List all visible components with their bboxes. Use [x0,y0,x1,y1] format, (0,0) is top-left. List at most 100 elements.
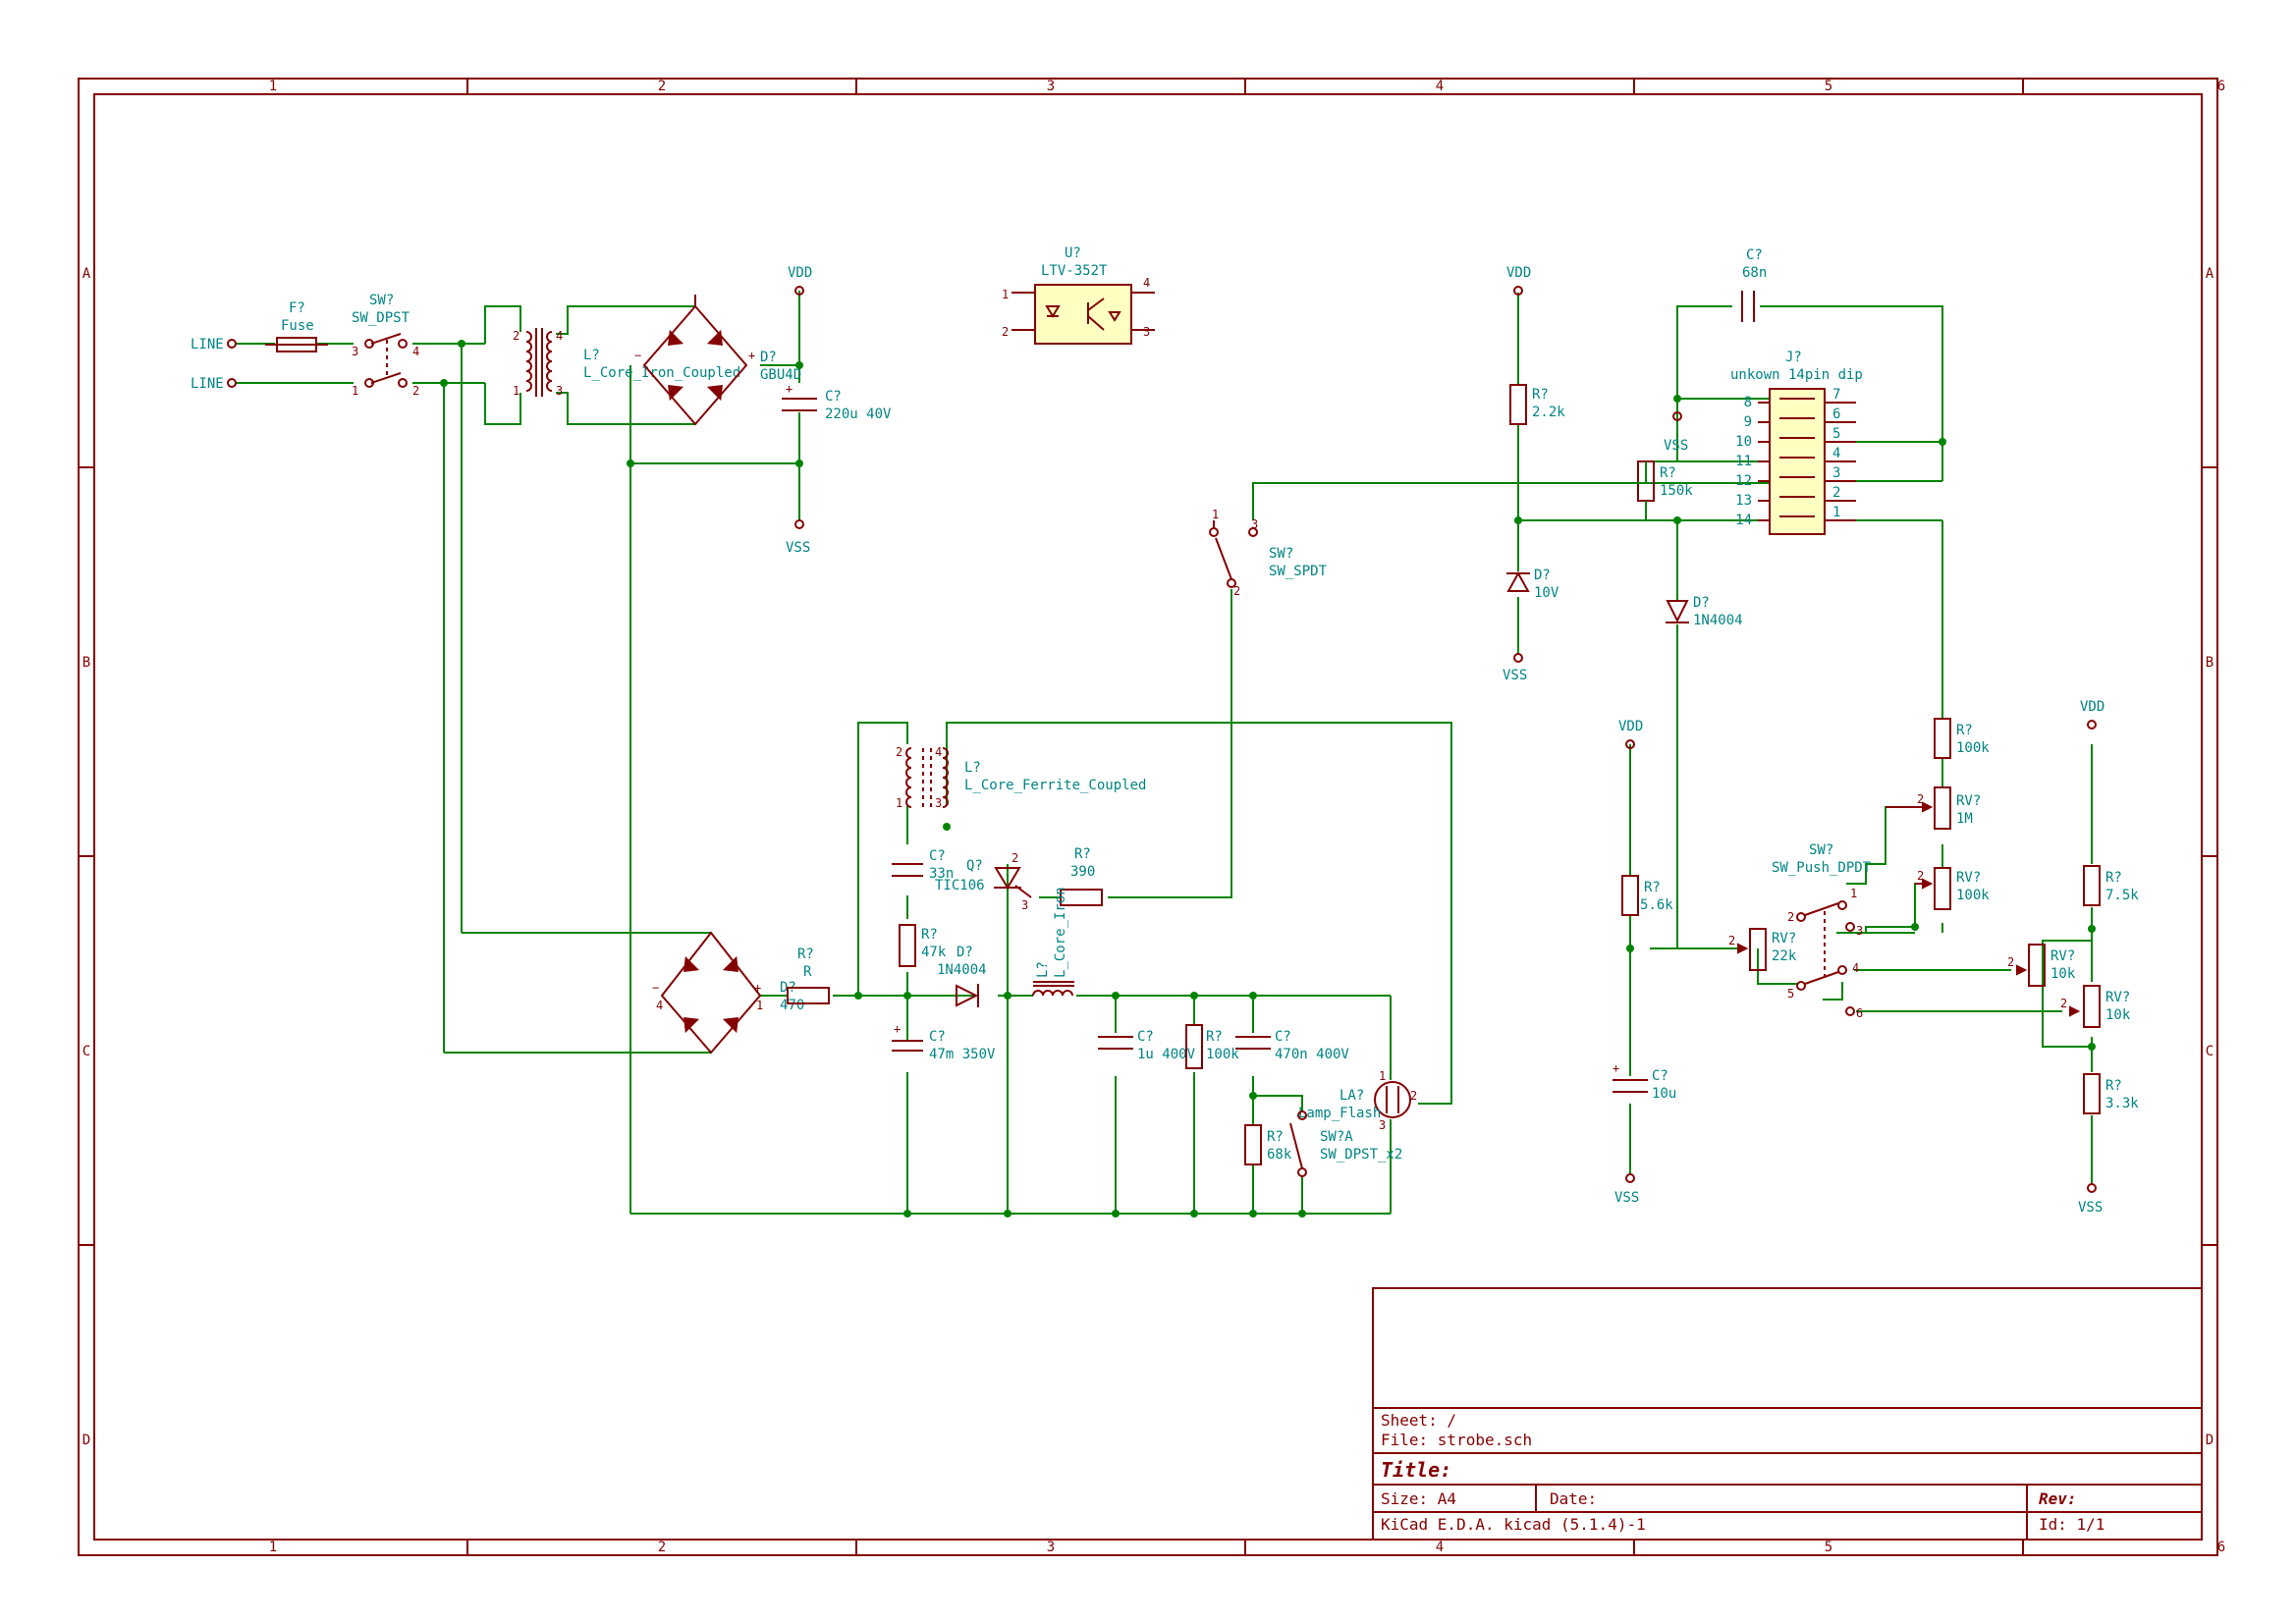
cap-1u: C? 1u 400V [1098,1029,1196,1062]
col-5-top: 5 [1825,79,1832,94]
c33-ref: C? [929,848,946,864]
svg-text:2: 2 [1917,869,1924,883]
col-1-top: 1 [269,79,277,94]
ic-pin-14: 14 [1735,513,1752,528]
resistor-3k3: R? 3.3k [2083,1073,2139,1114]
transformer-ferrite: 21 43 L? L_Core_Ferrite_Coupled [896,745,1146,810]
r22k-value: 2.2k [1532,405,1565,420]
thyristor-tic106: 23 Q? TIC106 [935,851,1032,912]
sw-a-value: SW_DPST_x2 [1320,1147,1402,1163]
inductor-iron: L? L_Core_Iron [1032,887,1074,997]
c470n-value: 470n 400V [1275,1047,1349,1062]
svg-text:4: 4 [1143,276,1150,290]
vdd-label-4: VDD [2080,699,2105,715]
ic-pin-9: 9 [1744,414,1752,430]
pot-22k: 2 RV? 22k [1728,928,1797,971]
tb-rev: Rev: [2039,1489,2077,1508]
sheet-border: 1 2 3 4 5 6 1 2 3 4 5 6 A B C D A B C D [78,78,2225,1556]
bridge-rectifier-1: −+ D? GBU4D [634,295,801,426]
lamp-flash: 132 LA? Lamp_Flash [1298,1069,1417,1132]
vss-label-3: VSS [1664,438,1688,454]
d1n4004b-ref: D? [957,945,973,960]
cap-68n: C? 68n [1741,247,1767,322]
resistor-150k: R? 150k [1637,460,1693,502]
fuse: F? Fuse [265,300,328,352]
r56k-ref: R? [1644,880,1661,895]
col-2-top: 2 [658,79,666,94]
svg-text:2: 2 [2060,997,2067,1010]
bridge-rectifier-2: −+ 14 D? 470 [652,931,804,1055]
bridge1-ref: D? [760,350,777,365]
inductor-value: L_Core_Iron [1053,887,1068,978]
optocoupler: 12 43 U? LTV-352T [1002,245,1155,345]
r390-ref: R? [1074,846,1091,862]
resistor-68k: R? 68k [1244,1124,1292,1165]
svg-text:1: 1 [513,384,519,398]
tb-sheet: Sheet: / [1381,1411,1456,1430]
rv22k-value: 22k [1772,948,1797,964]
svg-text:2: 2 [1002,325,1009,339]
vdd-label-3: VDD [1618,719,1643,734]
cap-10u: + C? 10u [1613,1061,1676,1102]
r75k-ref: R? [2105,870,2122,886]
svg-text:+: + [894,1022,901,1036]
resistor-390: R? 390 [1060,846,1103,906]
ic-14pin-dip: 8 9 10 11 12 13 14 7 6 5 4 3 2 1 J? unko… [1730,350,1863,535]
r390-value: 390 [1070,864,1095,880]
ic-pin-13: 13 [1735,493,1752,509]
thyristor-value: TIC106 [935,878,985,893]
tb-id: Id: 1/1 [2039,1515,2105,1534]
col-2-bottom: 2 [658,1540,666,1555]
ferrite-ref: L? [964,760,981,776]
r100k-b-ref: R? [1956,723,1973,738]
vdd-label-2: VDD [1506,265,1531,281]
rv100k-ref: RV? [1956,870,1981,886]
rv100k-value: 100k [1956,888,1990,903]
rv10k-a-ref: RV? [2050,948,2075,964]
tb-size: Size: A4 [1381,1489,1456,1508]
sw-spdt-value: SW_SPDT [1269,564,1328,579]
vss-label-5: VSS [2078,1200,2103,1216]
row-c-right: C [2206,1044,2214,1059]
svg-text:4: 4 [556,329,563,343]
sw-push-ref: SW? [1809,842,1833,858]
cap-47m: + C? 47m 350V [892,1022,996,1062]
line-label-1: LINE [191,337,224,352]
svg-text:3: 3 [1251,517,1258,531]
c47m-value: 47m 350V [929,1047,996,1062]
junctions [440,340,2096,1217]
d1n4004a-ref: D? [1693,595,1710,611]
c68-value: 68n [1742,265,1767,281]
svg-text:2: 2 [2007,955,2014,969]
svg-text:2: 2 [1011,851,1018,865]
wires [236,291,2093,1215]
power-symbols: LINE LINE VDD VSS VDD VSS VSS VDD VSS VD… [191,265,2105,1216]
svg-text:2: 2 [896,745,902,759]
svg-text:1: 1 [1002,288,1009,301]
r100k-a-value: 100k [1206,1047,1239,1062]
r-r-value: R [803,964,812,980]
ic-pin-4: 4 [1832,446,1840,461]
svg-text:4: 4 [935,745,942,759]
c1u-value: 1u 400V [1137,1047,1196,1062]
fuse-value: Fuse [281,318,314,334]
tb-date: Date: [1550,1489,1597,1508]
col-1-bottom: 1 [269,1540,277,1555]
r56k-value: 5.6k [1640,897,1673,913]
svg-text:2: 2 [1410,1089,1417,1103]
resistor-2k2: R? 2.2k [1509,384,1565,425]
svg-text:+: + [754,981,761,995]
rv1m-ref: RV? [1956,793,1981,809]
c68-ref: C? [1746,247,1763,263]
rv10k-a-value: 10k [2050,966,2076,982]
sw-push-value: SW_Push_DPDT [1772,860,1872,876]
ic-pin-12: 12 [1735,473,1752,489]
c47m-ref: C? [929,1029,946,1045]
transformer-ref: L? [583,348,600,363]
pot-100k: 2 RV? 100k [1915,867,1990,910]
vss-label-2: VSS [1503,668,1527,683]
col-3-top: 3 [1047,79,1055,94]
r68k-ref: R? [1267,1129,1284,1145]
